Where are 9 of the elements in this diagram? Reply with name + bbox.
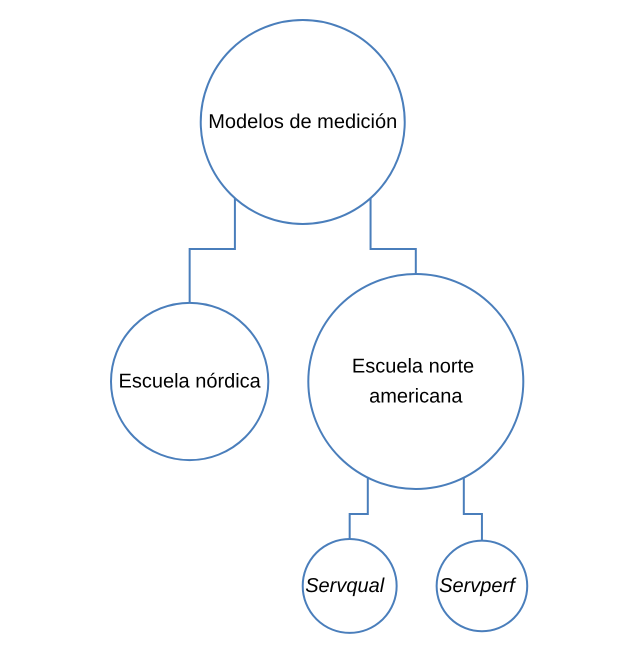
node-circle: Escuela nórdica [110,302,270,462]
connector [369,198,417,276]
connector [188,198,236,304]
node-circle: Escuela norte americana [307,273,524,490]
node-circle: Servqual [302,538,398,634]
node-circle: Modelos de medición [200,19,406,226]
node-circle: Servperf [436,540,528,632]
connector [348,478,369,540]
connector [462,478,483,542]
